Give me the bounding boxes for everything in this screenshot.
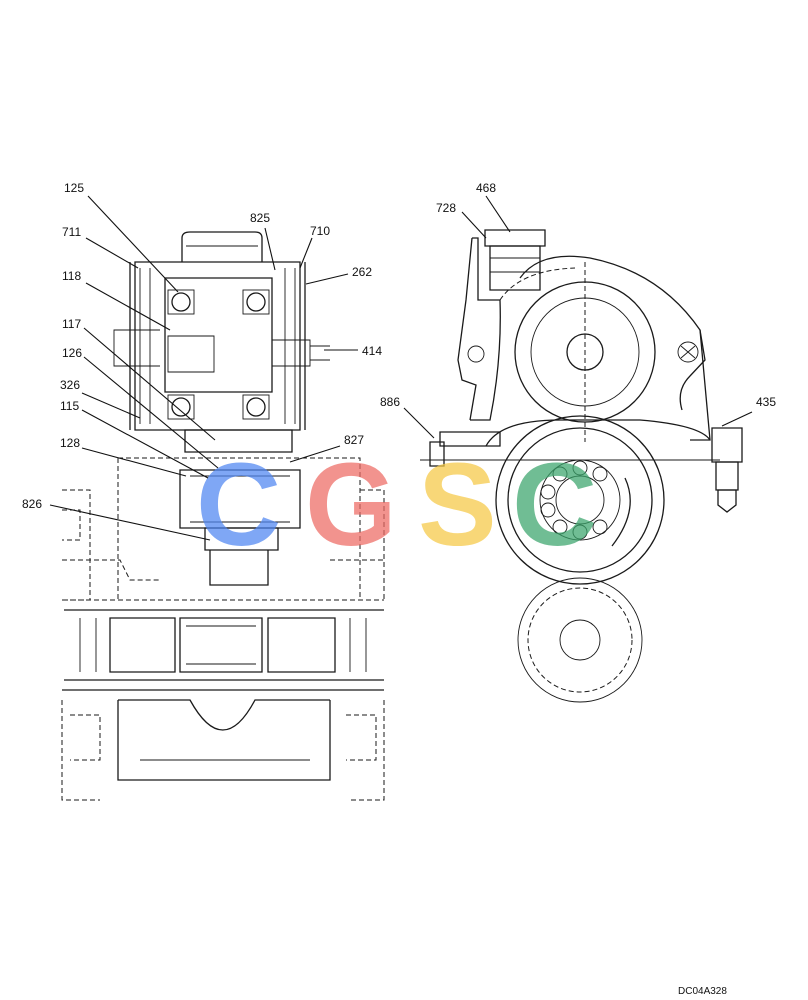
callout-827: 827: [344, 433, 364, 447]
watermark-letter-g: G: [305, 439, 397, 571]
callout-435: 435: [756, 395, 776, 409]
callout-728: 728: [436, 201, 456, 215]
callout-825: 825: [250, 211, 270, 225]
callout-126: 126: [62, 346, 82, 360]
callout-117: 117: [62, 317, 81, 331]
left-section-view: [61, 231, 385, 801]
callout-115: 115: [60, 399, 79, 413]
watermark-letter-c2: C: [512, 439, 597, 571]
watermark-letter-c1: C: [196, 439, 281, 571]
right-side-view: [420, 229, 743, 703]
bearing-balls: [540, 460, 608, 540]
cgsc-watermark: C G S C: [196, 439, 597, 571]
callout-414: 414: [362, 344, 382, 358]
leader-lines: [49, 195, 753, 541]
callout-711: 711: [62, 225, 81, 239]
callout-886: 886: [380, 395, 400, 409]
callout-468: 468: [476, 181, 496, 195]
callout-125: 125: [64, 181, 84, 195]
watermark-letter-s: S: [418, 439, 497, 571]
callout-326: 326: [60, 378, 80, 392]
callout-710: 710: [310, 224, 330, 238]
callout-118: 118: [62, 269, 81, 283]
callout-826: 826: [22, 497, 42, 511]
callout-labels: 125 711 118 117 126 326 115 128 826 825 …: [22, 181, 776, 511]
callout-262: 262: [352, 265, 372, 279]
callout-128: 128: [60, 436, 80, 450]
drawing-code: DC04A328: [678, 986, 727, 997]
